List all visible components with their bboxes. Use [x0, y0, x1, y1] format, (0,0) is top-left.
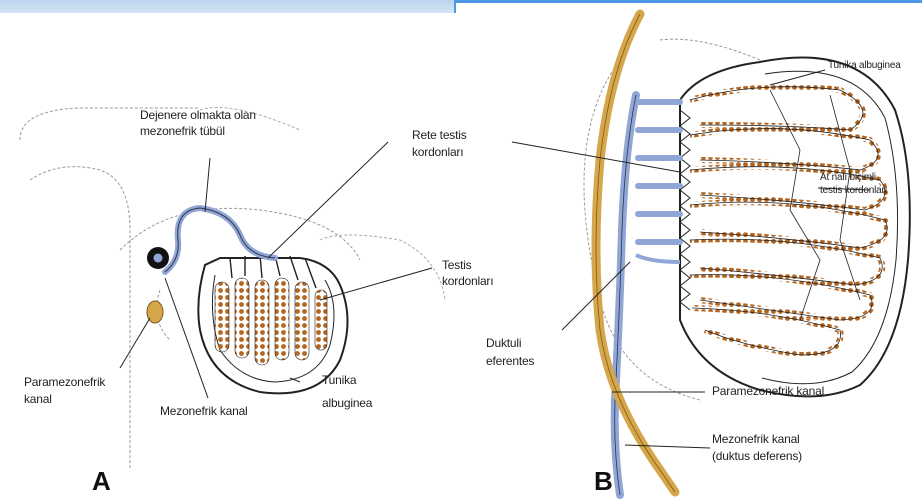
paramesonephric-duct-b [596, 14, 675, 492]
label-horseshoe-line1: At nalı biçimli [820, 172, 876, 184]
label-rete-testis-line1: Rete testis [412, 128, 467, 143]
label-testis-cords-a-line2: kordonları [442, 274, 493, 289]
label-ductuli-line1: Duktuli [486, 336, 521, 351]
label-mesonephric-a: Mezonefrik kanal [160, 404, 248, 419]
label-ductuli-line2: eferentes [486, 354, 534, 369]
panel-a-letter: A [92, 466, 111, 497]
label-degenerating-tubule-line1: Dejenere olmakta olan [140, 108, 256, 123]
label-rete-testis-line2: kordonları [412, 145, 463, 160]
label-degenerating-tubule-line2: mezonefrik tübül [140, 124, 225, 139]
label-horseshoe-line2: testis kordonları [820, 185, 887, 197]
panel-b-drawing [512, 14, 910, 495]
label-mesonephric-b-line1: Mezonefrik kanal [712, 432, 800, 447]
panel-b-letter: B [594, 466, 613, 497]
label-paramesonephric-b: Paramezonefrik kanal [712, 384, 824, 399]
testis-b-body [680, 57, 910, 396]
label-mesonephric-b-line2: (duktus deferens) [712, 449, 802, 464]
label-tunica-a-line1: Tunika [322, 373, 356, 388]
label-tunica-a-line2: albuginea [322, 396, 372, 411]
label-paramesonephric-a-line2: kanal [24, 392, 52, 407]
label-paramesonephric-a-line1: Paramezonefrik [24, 375, 105, 390]
label-tunica-b: Tunika albuginea [828, 60, 901, 72]
label-testis-cords-a-line1: Testis [442, 258, 471, 273]
